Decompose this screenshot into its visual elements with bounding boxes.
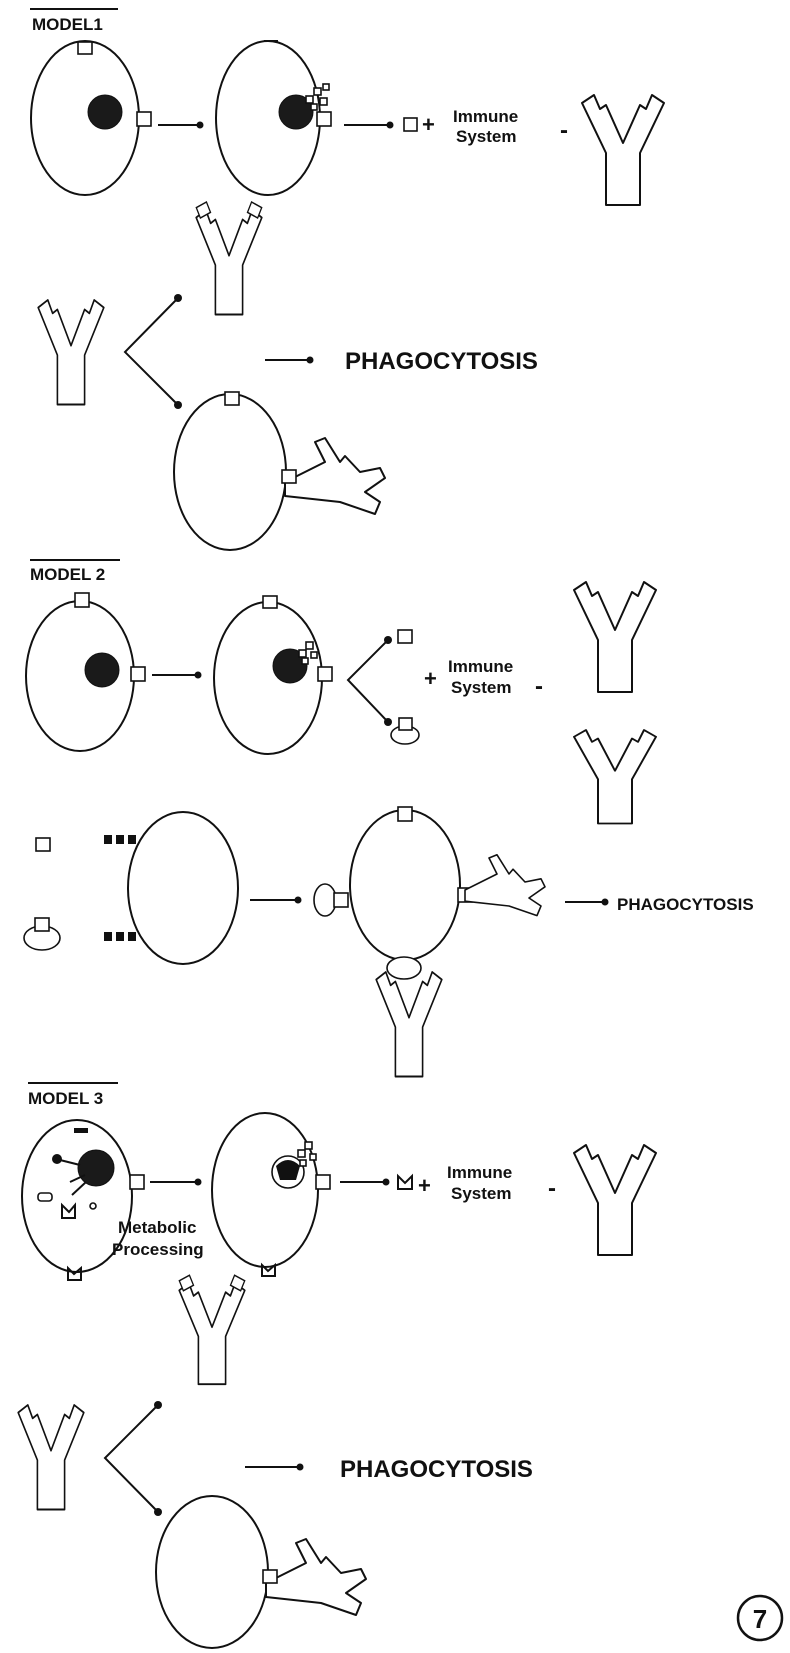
plus-sign: + [422,112,435,137]
process-label-line2: Processing [112,1240,204,1259]
antibody-with-antigen [179,1275,245,1384]
nucleus [85,653,119,687]
antigen-with-carrier [24,918,60,950]
arrow-head [197,122,204,129]
result-label: PHAGOCYTOSIS [340,1456,533,1483]
antibody [38,300,104,405]
free-antigen [398,630,412,643]
free-antigen [398,1176,412,1189]
model-2-cell-shedding [214,596,332,754]
antibody [574,1145,656,1255]
model-2-title: MODEL 2 [30,565,105,584]
process-label-line1: Metabolic [118,1218,196,1237]
antibody [574,582,656,692]
nucleus [78,1150,114,1186]
model-1-cell-initial [31,41,151,195]
immune-label-line1: Immune [447,1163,512,1182]
fork [105,1405,158,1512]
page-number-badge: 7 [738,1596,782,1640]
arrow-head [307,357,314,364]
nucleus [88,95,122,129]
plus-sign: + [418,1173,431,1198]
immune-label-line2: System [451,1184,511,1203]
model-2-opsonized-cell [314,807,545,1077]
fork [125,298,178,405]
fork-end [154,1508,162,1516]
fork [348,640,388,722]
immune-label-line1: Immune [453,107,518,126]
model-1-opsonized-cell [174,392,385,550]
yields-sign: - [560,117,568,144]
antigen-with-carrier [391,718,419,744]
immune-label-line2: System [456,127,516,146]
free-antigen [36,838,50,851]
arrow-head [195,1179,202,1186]
model-1: MODEL1 + Immune System - [30,9,664,550]
model-3: MODEL 3 Metabolic Processing [18,1083,656,1648]
fork-end [384,636,392,644]
antibody [574,730,656,824]
page-number: 7 [753,1604,767,1634]
fork-end [174,294,182,302]
model-1-cell-shedding [216,41,331,195]
fork-end [384,718,392,726]
fork-end [154,1401,162,1409]
result-label: PHAGOCYTOSIS [345,348,538,375]
model-1-title: MODEL1 [32,15,103,34]
immune-label-line2: System [451,678,511,697]
fork-end [174,401,182,409]
plus-sign: + [424,666,437,691]
arrow-head [383,1179,390,1186]
model-2: MODEL 2 + Immune System [24,560,754,1077]
model-3-title: MODEL 3 [28,1089,103,1108]
result-label: PHAGOCYTOSIS [617,895,754,914]
yields-sign: - [535,673,543,700]
model-3-opsonized-cell [156,1496,366,1648]
free-antigen [404,118,417,131]
arrow-head [295,897,302,904]
model-2-target-cell [104,812,238,964]
arrow-head [297,1464,304,1471]
model-3-cell-shedding [212,1113,330,1276]
antibody-with-antigen [196,202,262,314]
model-2-cell-initial [26,593,145,751]
arrow-head [195,672,202,679]
immune-label-line1: Immune [448,657,513,676]
arrow-head [387,122,394,129]
yields-sign: - [548,1175,556,1202]
arrow-head [602,899,609,906]
antibody [18,1405,84,1510]
antibody [582,95,664,205]
